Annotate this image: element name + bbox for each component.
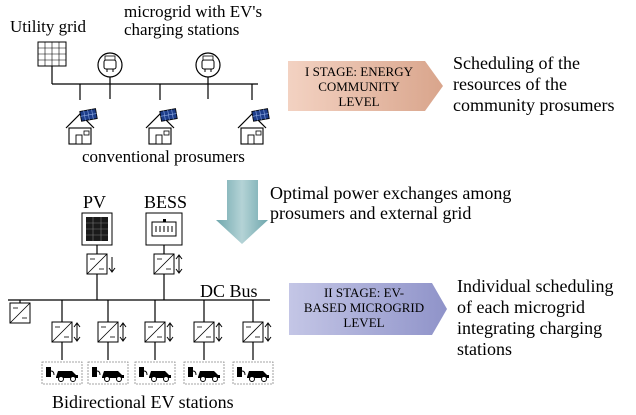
exchange-label-line2: prosumers and external grid xyxy=(270,203,472,223)
pv-label: PV xyxy=(83,192,107,212)
microgrid-label-line1: microgrid with EV's xyxy=(124,2,263,21)
house-icon-1 xyxy=(65,108,98,145)
stage2-desc-line4: stations xyxy=(457,339,513,359)
down-arrow-shape xyxy=(216,180,268,244)
ev-station-icon-5 xyxy=(232,361,274,385)
ev-converter-icon-5 xyxy=(242,321,272,343)
bess-battery-icon xyxy=(145,212,183,246)
house-icon-3 xyxy=(237,108,270,145)
grid-converter-icon xyxy=(9,302,31,324)
community-bus-lines xyxy=(51,66,258,100)
ev-converter-icon-1 xyxy=(51,321,81,343)
stage1-desc-line3: community prosumers xyxy=(453,95,615,115)
ev-converter-icon-2 xyxy=(97,321,127,343)
stage1-desc-line1: Scheduling of the xyxy=(453,53,580,73)
ev-station-icon-4 xyxy=(183,361,225,385)
stage2-desc-line1: Individual scheduling xyxy=(457,276,614,296)
ev-converter-icon-3 xyxy=(144,321,174,343)
ev-charger-icon-1 xyxy=(97,52,123,78)
ev-station-icon-2 xyxy=(87,361,129,385)
bess-converter-icon xyxy=(153,253,183,275)
house-icon-2 xyxy=(145,108,178,145)
stage1-arrow-label-2: COMMUNITY xyxy=(318,79,400,94)
stage2-arrow-label-3: LEVEL xyxy=(343,315,385,330)
pv-panel-icon xyxy=(81,212,113,246)
ev-stations-label: Bidirectional EV stations xyxy=(52,392,234,412)
stage1-desc-line2: resources of the xyxy=(453,74,567,94)
utility-grid-icon xyxy=(37,41,67,67)
utility-grid-label: Utility grid xyxy=(10,17,87,36)
prosumers-label: conventional prosumers xyxy=(82,147,245,166)
microgrid-label-line2: charging stations xyxy=(124,20,240,39)
exchange-label-line1: Optimal power exchanges among xyxy=(270,183,512,203)
microgrid-lines xyxy=(8,245,270,360)
pv-converter-icon xyxy=(86,253,116,275)
ev-station-icon-3 xyxy=(134,361,176,385)
stage2-arrow-shape xyxy=(289,283,447,335)
stage1-arrow-label-1: I STAGE: ENERGY xyxy=(304,64,413,79)
stage1-arrow-shape xyxy=(288,61,443,111)
bess-label: BESS xyxy=(144,192,188,212)
stage2-arrow-label-1: II STAGE: EV- xyxy=(323,285,405,300)
ev-station-icon-1 xyxy=(41,361,83,385)
stage2-desc-line2: of each microgrid xyxy=(457,297,585,317)
stage1-arrow-label-3: LEVEL xyxy=(338,94,380,109)
ev-charger-icon-2 xyxy=(195,52,221,78)
stage2-desc-line3: integrating charging xyxy=(457,318,603,338)
dc-bus-label: DC Bus xyxy=(200,281,258,301)
stage2-arrow-label-2: BASED MICROGRID xyxy=(303,300,425,315)
ev-converter-icon-4 xyxy=(193,321,223,343)
